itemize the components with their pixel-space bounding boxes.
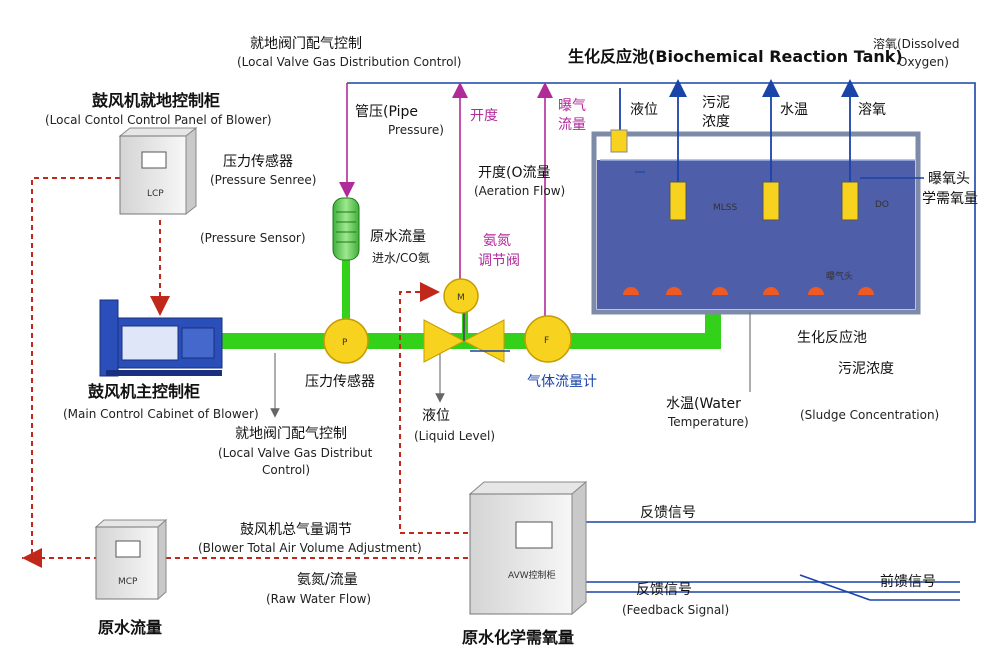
raw-flow-mid-cn: 原水流量	[370, 229, 426, 245]
sig-level: 液位	[630, 102, 658, 118]
feedback-bottom-en: (Feedback Signal)	[622, 603, 729, 617]
mlss-sensor	[669, 181, 687, 221]
feedback-bottom-cn: 反馈信号	[636, 582, 692, 598]
main-cabinet-en: (Main Control Cabinet of Blower)	[63, 407, 259, 421]
aeration-demand-1: 曝氧头	[928, 171, 970, 187]
do-sensor	[841, 181, 859, 221]
sensor-f-label: F	[544, 336, 549, 346]
aerator-heads	[623, 287, 874, 295]
local-valve-top-en: (Local Valve Gas Distribution Control)	[237, 55, 461, 69]
liquid-level-cn: 液位	[422, 408, 450, 424]
pressure-sensor-bottom-cn: 压力传感器	[305, 373, 375, 390]
sig-sludge-2: 浓度	[702, 114, 730, 130]
feedback-loop-lines	[347, 82, 976, 601]
opening-flow-en: (Aeration Flow)	[474, 184, 565, 198]
local-valve-bottom-en-2: Control)	[262, 463, 310, 477]
local-valve-bottom-en-1: (Local Valve Gas Distribut	[218, 446, 373, 460]
blower-local-control-panel: LCP	[118, 126, 198, 216]
raw-flow-cabinet-cn: 原水流量	[98, 618, 162, 637]
sludge-conc-cn: 污泥浓度	[838, 361, 894, 377]
raw-water-flow-cabinet: MCP	[94, 518, 168, 601]
feedforward-cn: 前馈信号	[880, 573, 936, 590]
aeration-top-1: 曝气	[558, 98, 586, 114]
opening-top: 开度	[470, 108, 498, 124]
tank-title: 生化反应池(Biochemical Reaction Tank)	[568, 47, 903, 66]
gas-flowmeter: F	[524, 315, 572, 363]
liquid-level-en: (Liquid Level)	[414, 429, 495, 443]
ammonia-regulating-valve: M	[423, 278, 510, 363]
cod-cn: 原水化学需氧量	[462, 628, 574, 647]
do-label-1: 溶氧(Dissolved	[873, 36, 960, 51]
aeration-demand-2: 学需氧量	[922, 191, 978, 207]
pressure-sensor-cylinder	[332, 197, 360, 261]
mlss-tag: MLSS	[713, 203, 737, 213]
feedback-top-cn: 反馈信号	[640, 505, 696, 521]
raw-water-flow-en: (Raw Water Flow)	[266, 592, 371, 606]
sludge-conc-en: (Sludge Concentration)	[800, 408, 939, 422]
sensor-p-label: P	[342, 338, 348, 348]
gas-flowmeter-cn: 气体流量计	[527, 374, 597, 390]
raw-cabinet-tag: MCP	[118, 577, 138, 587]
raw-flow-mid-2: 进水/CO氨	[372, 251, 430, 265]
avw-control-cabinet: AVW控制柜	[468, 480, 588, 616]
blower-total-cn: 鼓风机总气量调节	[240, 522, 352, 538]
sig-temp: 水温	[780, 102, 808, 118]
pipe-pressure-en: Pressure)	[388, 123, 444, 137]
pressure-sensor-top-cn: 压力传感器	[223, 153, 293, 170]
pressure-sensor-p: P	[323, 318, 369, 364]
level-sensor	[610, 129, 628, 153]
local-valve-top-cn: 就地阀门配气控制	[250, 36, 362, 52]
opening-flow-cn: 开度(O流量	[478, 165, 550, 181]
ammonia-valve-1: 氨氮	[483, 233, 511, 249]
pressure-sensor-top-en: (Pressure Senree)	[210, 173, 316, 187]
do-label-2: Oxygen)	[898, 55, 949, 69]
water-temp-en: Temperature)	[667, 415, 749, 429]
purple-signal-lines	[339, 82, 553, 318]
bio-tank-cn: 生化反应池	[797, 329, 867, 346]
aerator-tag: 曝气头	[826, 270, 853, 282]
valve-m-label: M	[457, 293, 465, 303]
blower-total-en: (Blower Total Air Volume Adjustment)	[198, 541, 422, 555]
water-temp-cn: 水温(Water	[666, 396, 741, 412]
temp-sensor	[762, 181, 780, 221]
main-cabinet-cn: 鼓风机主控制柜	[88, 382, 200, 401]
do-tag: DO	[875, 200, 889, 210]
local-panel-tag: LCP	[147, 189, 164, 199]
blower-local-cn: 鼓风机就地控制柜	[92, 91, 220, 110]
sig-do: 溶氧	[858, 102, 886, 118]
local-valve-bottom-cn: 就地阀门配气控制	[235, 426, 347, 442]
blower-local-en: (Local Contol Control Panel of Blower)	[45, 113, 272, 127]
pressure-sensor-side-en: (Pressure Sensor)	[200, 231, 306, 245]
ammonia-valve-2: 调节阀	[478, 253, 520, 269]
blower-main-cabinet	[99, 299, 223, 377]
aeration-top-2: 流量	[558, 117, 586, 133]
gray-pointers	[270, 171, 751, 418]
sig-sludge-1: 污泥	[702, 95, 730, 111]
ammonia-flow-cn: 氨氮/流量	[297, 572, 358, 588]
pipe-pressure-cn: 管压(Pipe	[355, 104, 418, 120]
biochemical-reaction-tank: MLSS DO 曝气头	[591, 79, 924, 315]
avw-cabinet-tag: AVW控制柜	[508, 569, 556, 581]
